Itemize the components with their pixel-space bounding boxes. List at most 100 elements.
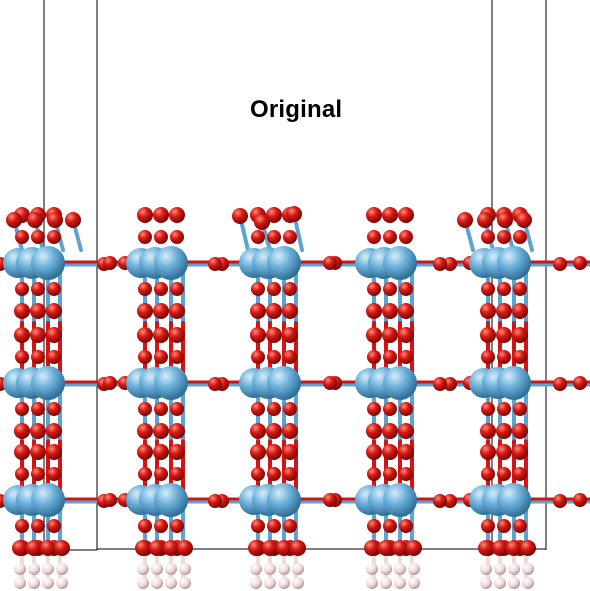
oxygen-atom: [399, 282, 413, 296]
oxygen-atom: [266, 327, 282, 343]
metal-atom: [31, 246, 65, 280]
oxygen-atom: [47, 282, 61, 296]
oxygen-atom: [480, 423, 496, 439]
oxygen-atom: [267, 402, 281, 416]
oxygen-atom: [399, 467, 413, 481]
oxygen-atom: [433, 257, 447, 271]
oxygen-atom: [282, 303, 298, 319]
oxygen-atom: [481, 282, 495, 296]
oxygen-atom: [492, 540, 508, 556]
oxygen-atom: [496, 303, 512, 319]
oxygen-atom: [481, 350, 495, 364]
hydrogen-atom: [151, 577, 163, 589]
oxygen-atom: [170, 350, 184, 364]
oxygen-atom: [283, 467, 297, 481]
oxygen-atom: [208, 377, 222, 391]
oxygen-atom: [154, 467, 168, 481]
oxygen-atom: [283, 350, 297, 364]
oxygen-atom: [103, 376, 117, 390]
hydrogen-atom: [494, 577, 506, 589]
oxygen-atom: [170, 467, 184, 481]
oxygen-atom: [283, 230, 297, 244]
oxygen-atom: [477, 212, 493, 228]
oxygen-atom: [512, 423, 528, 439]
hydrogen-atom: [179, 563, 191, 575]
metal-atom: [383, 366, 417, 400]
oxygen-atom: [366, 423, 382, 439]
hydrogen-atom: [380, 563, 392, 575]
hydrogen-atom: [292, 563, 304, 575]
hydrogen-atom: [179, 577, 191, 589]
oxygen-atom: [153, 423, 169, 439]
oxygen-atom: [383, 350, 397, 364]
oxygen-atom: [497, 350, 511, 364]
oxygen-atom: [496, 327, 512, 343]
oxygen-atom: [153, 207, 169, 223]
oxygen-atom: [513, 519, 527, 533]
oxygen-atom: [513, 282, 527, 296]
hydrogen-atom: [508, 577, 520, 589]
oxygen-atom: [367, 467, 381, 481]
oxygen-atom: [383, 467, 397, 481]
oxygen-atom: [267, 230, 281, 244]
oxygen-atom: [30, 327, 46, 343]
oxygen-atom: [367, 282, 381, 296]
metal-atom: [383, 246, 417, 280]
hydrogen-atom: [278, 577, 290, 589]
oxygen-atom: [31, 467, 45, 481]
oxygen-atom: [480, 303, 496, 319]
oxygen-atom: [520, 540, 536, 556]
hydrogen-atom: [480, 563, 492, 575]
oxygen-atom: [382, 423, 398, 439]
oxygen-atom: [383, 402, 397, 416]
oxygen-atom: [103, 493, 117, 507]
oxygen-atom: [513, 350, 527, 364]
oxygen-atom: [366, 444, 382, 460]
oxygen-atom: [15, 402, 29, 416]
oxygen-atom: [433, 494, 447, 508]
oxygen-atom: [398, 327, 414, 343]
oxygen-atom: [506, 540, 522, 556]
hydrogen-atom: [264, 563, 276, 575]
oxygen-atom: [30, 303, 46, 319]
oxygen-atom: [154, 350, 168, 364]
oxygen-atom: [6, 212, 22, 228]
oxygen-atom: [135, 540, 151, 556]
hydrogen-atom: [42, 563, 54, 575]
metal-atom: [267, 366, 301, 400]
oxygen-atom: [170, 402, 184, 416]
hydrogen-atom: [366, 577, 378, 589]
oxygen-atom: [46, 327, 62, 343]
hydrogen-atom: [250, 563, 262, 575]
oxygen-atom: [15, 350, 29, 364]
oxygen-atom: [481, 467, 495, 481]
oxygen-atom: [406, 540, 422, 556]
oxygen-atom: [169, 444, 185, 460]
oxygen-atom: [497, 212, 513, 228]
oxygen-atom: [15, 519, 29, 533]
hydrogen-atom: [137, 577, 149, 589]
oxygen-atom: [251, 402, 265, 416]
oxygen-atom: [283, 519, 297, 533]
oxygen-atom: [154, 230, 168, 244]
oxygen-atom: [137, 444, 153, 460]
oxygen-atom: [478, 540, 494, 556]
oxygen-atom: [286, 206, 302, 222]
oxygen-atom: [26, 540, 42, 556]
oxygen-atom: [14, 327, 30, 343]
oxygen-atom: [367, 230, 381, 244]
oxygen-atom: [103, 256, 117, 270]
oxygen-atom: [149, 540, 165, 556]
hydrogen-atom: [278, 563, 290, 575]
oxygen-atom: [31, 350, 45, 364]
oxygen-atom: [137, 423, 153, 439]
oxygen-atom: [364, 540, 380, 556]
oxygen-atom: [367, 402, 381, 416]
oxygen-atom: [399, 230, 413, 244]
oxygen-atom: [266, 444, 282, 460]
oxygen-atom: [15, 467, 29, 481]
oxygen-atom: [46, 303, 62, 319]
oxygen-atom: [513, 230, 527, 244]
oxygen-atom: [383, 230, 397, 244]
